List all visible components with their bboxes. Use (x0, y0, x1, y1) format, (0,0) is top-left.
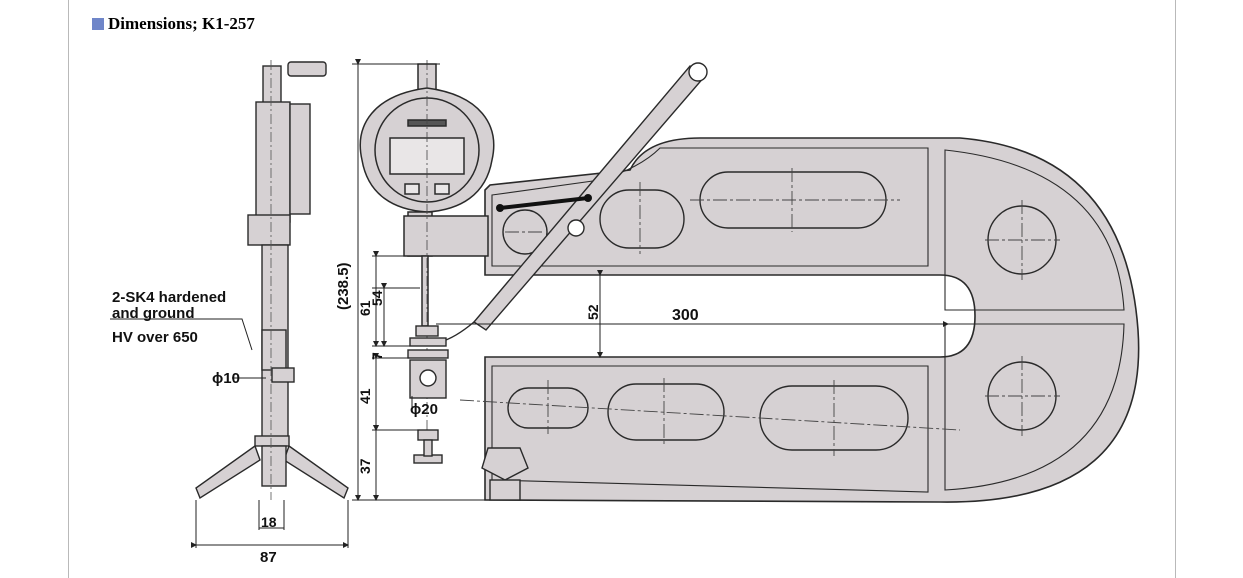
label-height-61: 61 (357, 300, 373, 316)
label-depth-300: 300 (672, 307, 699, 324)
label-height-52: 52 (585, 304, 601, 320)
label-height-37: 37 (357, 458, 373, 474)
label-material-line2: and ground (112, 305, 195, 322)
label-diameter-20: ϕ20 (410, 401, 438, 418)
section-heading: Dimensions; K1-257 (92, 14, 255, 34)
anvil-assembly (407, 325, 529, 501)
page-frame (68, 0, 1176, 578)
label-height-7: 7 (369, 352, 385, 360)
label-hardness: HV over 650 (112, 329, 198, 346)
lever-slide-bar (499, 196, 589, 210)
label-width-87: 87 (260, 549, 277, 566)
side-view (195, 61, 349, 500)
label-material-line1: 2-SK4 hardened (112, 289, 226, 306)
label-diameter-10: ϕ10 (212, 370, 240, 387)
label-height-54: 54 (369, 290, 385, 306)
square-bullet-icon (92, 18, 104, 30)
label-width-18: 18 (261, 514, 277, 530)
heading-text: Dimensions; K1-257 (108, 14, 255, 33)
label-height-238-5: (238.5) (335, 262, 352, 310)
label-height-41: 41 (357, 388, 373, 404)
